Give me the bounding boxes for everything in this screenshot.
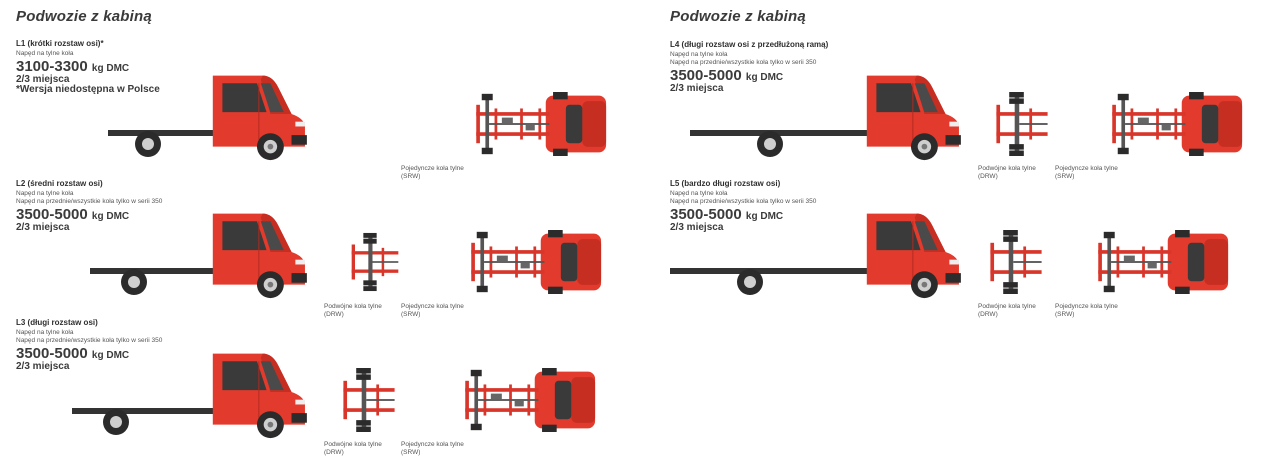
chassis-top-view-drw-l5 bbox=[978, 230, 1054, 294]
srw-caption-l3: Pojedyncze koła tylne(SRW) bbox=[401, 441, 464, 456]
left-column-title: Podwozie z kabiną bbox=[16, 8, 152, 25]
truck-side-view-l5 bbox=[670, 213, 962, 299]
srw-caption-l1: Pojedyncze koła tylne(SRW) bbox=[401, 165, 464, 180]
seats-info: 2/3 miejsca bbox=[670, 222, 724, 233]
chassis-top-view-srw-l1 bbox=[468, 92, 618, 156]
seats-info: 2/3 miejsca bbox=[16, 222, 70, 233]
truck-side-view-l2 bbox=[90, 213, 308, 299]
variant-l3-specs: L3 (długi rozstaw osi) Napęd na tylne ko… bbox=[16, 319, 216, 372]
gvw-value: 3100-3300 kg DMC bbox=[16, 58, 130, 75]
srw-caption-l2: Pojedyncze koła tylne(SRW) bbox=[401, 303, 464, 318]
drive-info-extra: Napęd na przednie/wszystkie koła tylko w… bbox=[670, 198, 817, 205]
drw-caption-l2: Podwójne koła tylne(DRW) bbox=[324, 303, 382, 318]
variant-heading: L3 (długi rozstaw osi) bbox=[16, 318, 98, 327]
seats-info: 2/3 miejsca bbox=[16, 74, 70, 85]
chassis-top-view-srw-l5 bbox=[1056, 230, 1274, 294]
chassis-top-view-drw-l3 bbox=[338, 368, 400, 432]
right-column-title: Podwozie z kabiną bbox=[670, 8, 806, 25]
truck-side-view-l4 bbox=[690, 75, 962, 161]
chassis-top-view-srw-l3 bbox=[446, 368, 618, 432]
drw-caption-l4: Podwójne koła tylne(DRW) bbox=[978, 165, 1036, 180]
seats-info: 2/3 miejsca bbox=[670, 83, 724, 94]
drive-info-extra: Napęd na przednie/wszystkie koła tylko w… bbox=[16, 337, 163, 344]
variant-l2-specs: L2 (średni rozstaw osi) Napęd na tylne k… bbox=[16, 180, 216, 233]
gvw-value: 3500-5000 kg DMC bbox=[16, 206, 130, 223]
chassis-top-view-srw-l4 bbox=[1084, 92, 1274, 156]
drive-info: Napęd na tylne koła bbox=[16, 50, 74, 57]
availability-note: *Wersja niedostępna w Polsce bbox=[16, 84, 160, 95]
variant-l4-specs: L4 (długi rozstaw osi z przedłużoną ramą… bbox=[670, 41, 870, 94]
srw-caption-l4: Pojedyncze koła tylne(SRW) bbox=[1055, 165, 1118, 180]
srw-caption-l5: Pojedyncze koła tylne(SRW) bbox=[1055, 303, 1118, 318]
variant-heading: L4 (długi rozstaw osi z przedłużoną ramą… bbox=[670, 40, 829, 49]
variant-l1-specs: L1 (krótki rozstaw osi)* Napęd na tylne … bbox=[16, 40, 216, 95]
variant-heading: L2 (średni rozstaw osi) bbox=[16, 179, 103, 188]
drive-info: Napęd na tylne koła bbox=[16, 329, 74, 336]
drive-info-extra: Napęd na przednie/wszystkie koła tylko w… bbox=[16, 198, 163, 205]
gvw-value: 3500-5000 kg DMC bbox=[670, 67, 784, 84]
chassis-top-view-srw-l2 bbox=[458, 230, 618, 294]
chassis-top-view-drw-l4 bbox=[990, 92, 1054, 156]
variant-heading: L5 (bardzo długi rozstaw osi) bbox=[670, 179, 781, 188]
variant-heading: L1 (krótki rozstaw osi)* bbox=[16, 39, 104, 48]
truck-side-view-l1 bbox=[108, 75, 308, 161]
drw-caption-l5: Podwójne koła tylne(DRW) bbox=[978, 303, 1036, 318]
drive-info: Napęd na tylne koła bbox=[670, 190, 728, 197]
drive-info-extra: Napęd na przednie/wszystkie koła tylko w… bbox=[670, 59, 817, 66]
seats-info: 2/3 miejsca bbox=[16, 361, 70, 372]
gvw-value: 3500-5000 kg DMC bbox=[670, 206, 784, 223]
drive-info: Napęd na tylne koła bbox=[670, 51, 728, 58]
gvw-value: 3500-5000 kg DMC bbox=[16, 345, 130, 362]
chassis-top-view-drw-l2 bbox=[350, 230, 400, 294]
drive-info: Napęd na tylne koła bbox=[16, 190, 74, 197]
drw-caption-l3: Podwójne koła tylne(DRW) bbox=[324, 441, 382, 456]
variant-l5-specs: L5 (bardzo długi rozstaw osi) Napęd na t… bbox=[670, 180, 870, 233]
truck-side-view-l3 bbox=[72, 353, 308, 439]
